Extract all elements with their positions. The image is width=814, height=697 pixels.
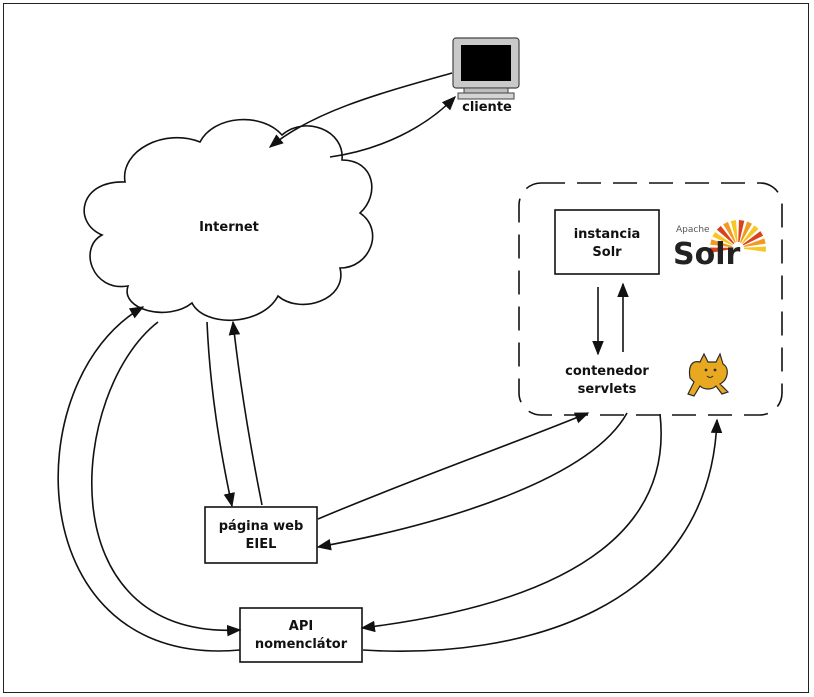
web-page-line2: EIEL	[246, 537, 277, 552]
solr-ray	[716, 225, 735, 245]
arrow-web-to-internet	[228, 320, 263, 506]
arrow-container-to-web	[316, 412, 628, 551]
internet-cloud	[83, 118, 374, 322]
servlet-container-line1: contenedor	[565, 364, 649, 379]
solr-container-region	[518, 182, 783, 416]
solr-logo-small: Apache	[676, 225, 710, 235]
solr-logo-text: Solr	[673, 237, 741, 272]
solr-ray	[710, 239, 733, 248]
solr-sunburst-icon	[710, 220, 766, 253]
solr-ray	[730, 220, 738, 243]
solr-ray	[712, 231, 734, 246]
arrow-container-to-api	[360, 413, 662, 633]
client-label: cliente	[462, 100, 512, 115]
api-box	[239, 607, 363, 663]
solr-instance-line2: Solr	[592, 245, 622, 260]
internet-label: Internet	[199, 220, 259, 235]
solr-ray	[710, 247, 733, 253]
diagram-frame	[3, 3, 809, 693]
arrow-api-to-container	[362, 418, 723, 653]
arrow-web-to-container	[317, 412, 590, 520]
arrow-internet-to-api	[91, 321, 242, 637]
solr-ray	[741, 225, 759, 244]
computer-icon	[452, 37, 520, 100]
solr-ray	[742, 231, 764, 246]
tomcat-icon	[687, 352, 730, 397]
solr-ray	[743, 238, 766, 248]
web-page-line1: página web	[219, 519, 304, 534]
solr-ray	[723, 221, 736, 243]
solr-instance-line1: instancia	[574, 227, 641, 242]
api-line1: API	[289, 619, 313, 634]
servlet-container-line2: servlets	[578, 382, 637, 397]
solr-instance-box	[554, 209, 660, 275]
api-line2: nomenclátor	[255, 637, 348, 652]
solr-ray	[738, 220, 745, 243]
arrow-internet-to-client	[329, 95, 457, 158]
solr-ray	[743, 246, 766, 252]
arrow-api-to-internet	[57, 306, 241, 652]
solr-logo: Apache Solr	[673, 220, 766, 272]
arrow-internet-to-web	[206, 321, 235, 508]
web-page-box	[204, 506, 318, 564]
solr-ray	[739, 221, 752, 243]
arrow-client-to-internet	[268, 72, 453, 148]
